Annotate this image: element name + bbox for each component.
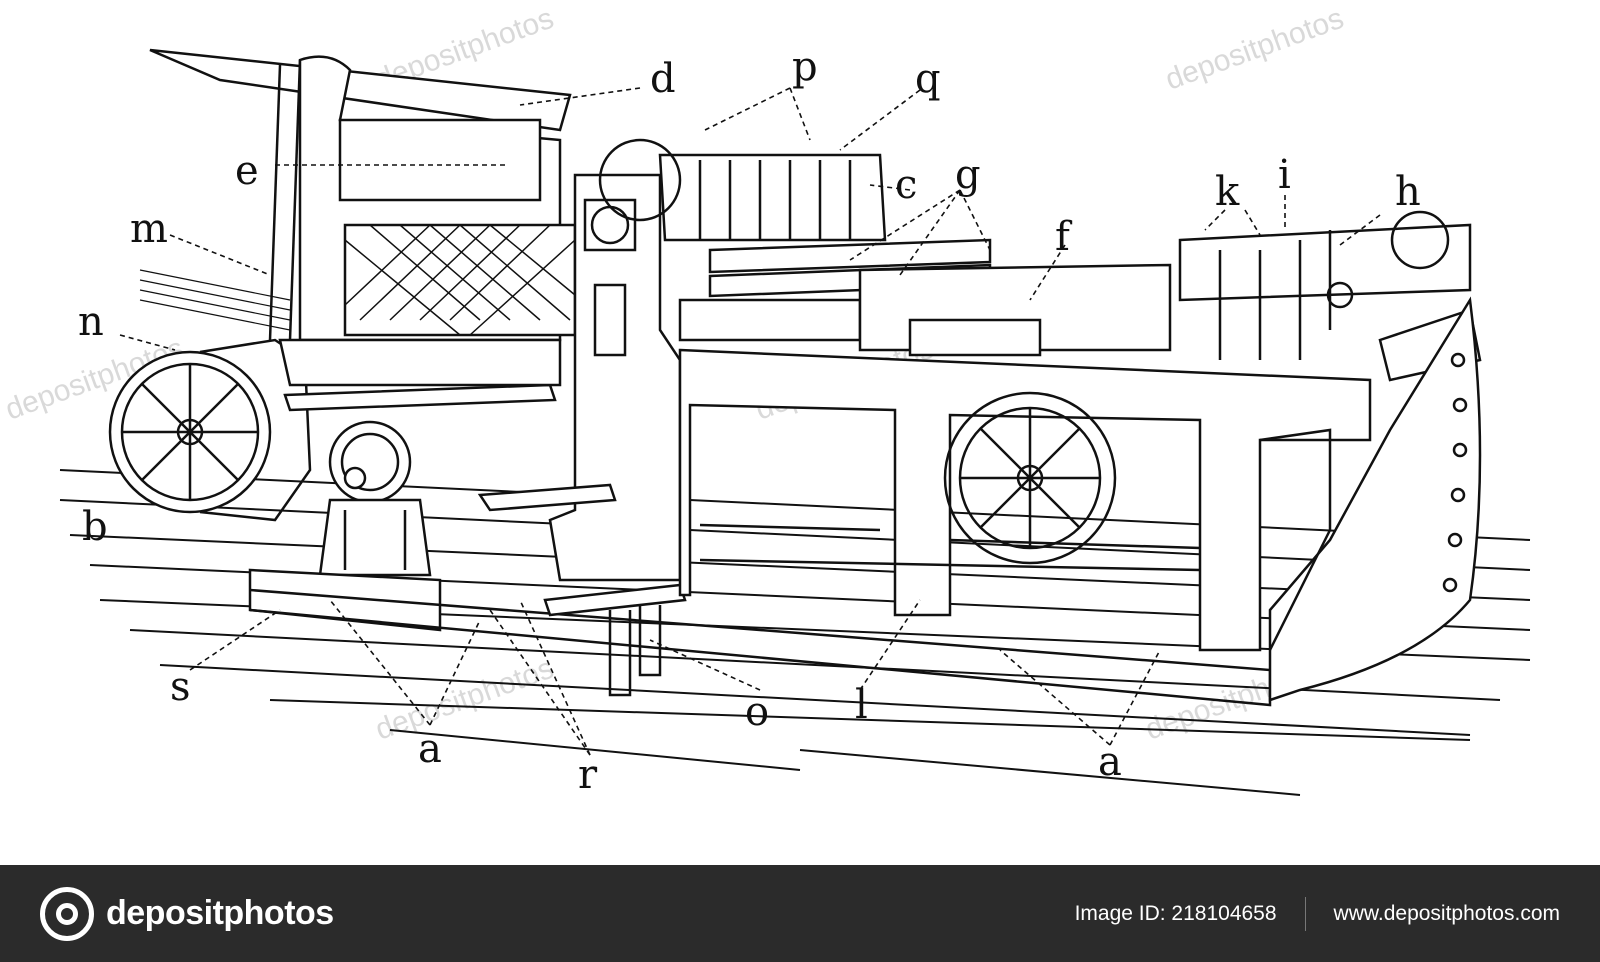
- leader-lines: [119, 87, 1381, 756]
- label-g: g: [955, 152, 981, 198]
- label-o: o: [745, 689, 769, 735]
- watermark-text: depositphotos: [1161, 2, 1348, 97]
- label-q: q: [915, 56, 941, 102]
- label-b: b: [82, 504, 108, 550]
- label-e: e: [235, 148, 259, 194]
- footer-bar: depositphotos Image ID: 218104658 www.de…: [0, 865, 1600, 962]
- camera-lens-icon: [40, 886, 94, 941]
- label-p: p: [792, 44, 818, 90]
- brand-logo[interactable]: depositphotos: [40, 886, 334, 941]
- label-d: d: [650, 56, 676, 102]
- label-m: m: [130, 206, 168, 252]
- label-s: s: [170, 664, 191, 710]
- image-id: Image ID: 218104658: [1074, 901, 1277, 925]
- label-r: r: [578, 752, 598, 798]
- label-n: n: [78, 299, 104, 345]
- label-h: h: [1395, 169, 1421, 215]
- brand-name: depositphotos: [106, 894, 334, 932]
- label-l: l: [855, 682, 868, 728]
- press-machine: [108, 48, 1482, 707]
- label-a-left: a: [418, 726, 442, 772]
- printing-press-engraving: depositphotos depositphotos depositphoto…: [1, 2, 1531, 798]
- footer-info: Image ID: 218104658 www.depositphotos.co…: [1074, 896, 1560, 931]
- footer-divider: [1304, 896, 1306, 931]
- watermark-text: depositphotos: [371, 652, 558, 747]
- site-url[interactable]: www.depositphotos.com: [1333, 901, 1560, 925]
- label-k: k: [1215, 169, 1240, 215]
- label-f: f: [1055, 214, 1073, 260]
- label-i: i: [1278, 152, 1291, 198]
- part-labels: d p q e c g m n b f k i h s a r o l a: [78, 44, 1421, 798]
- label-c: c: [895, 162, 917, 208]
- label-a-right: a: [1098, 739, 1122, 785]
- illustration-area: depositphotos depositphotos depositphoto…: [1, 1, 1531, 798]
